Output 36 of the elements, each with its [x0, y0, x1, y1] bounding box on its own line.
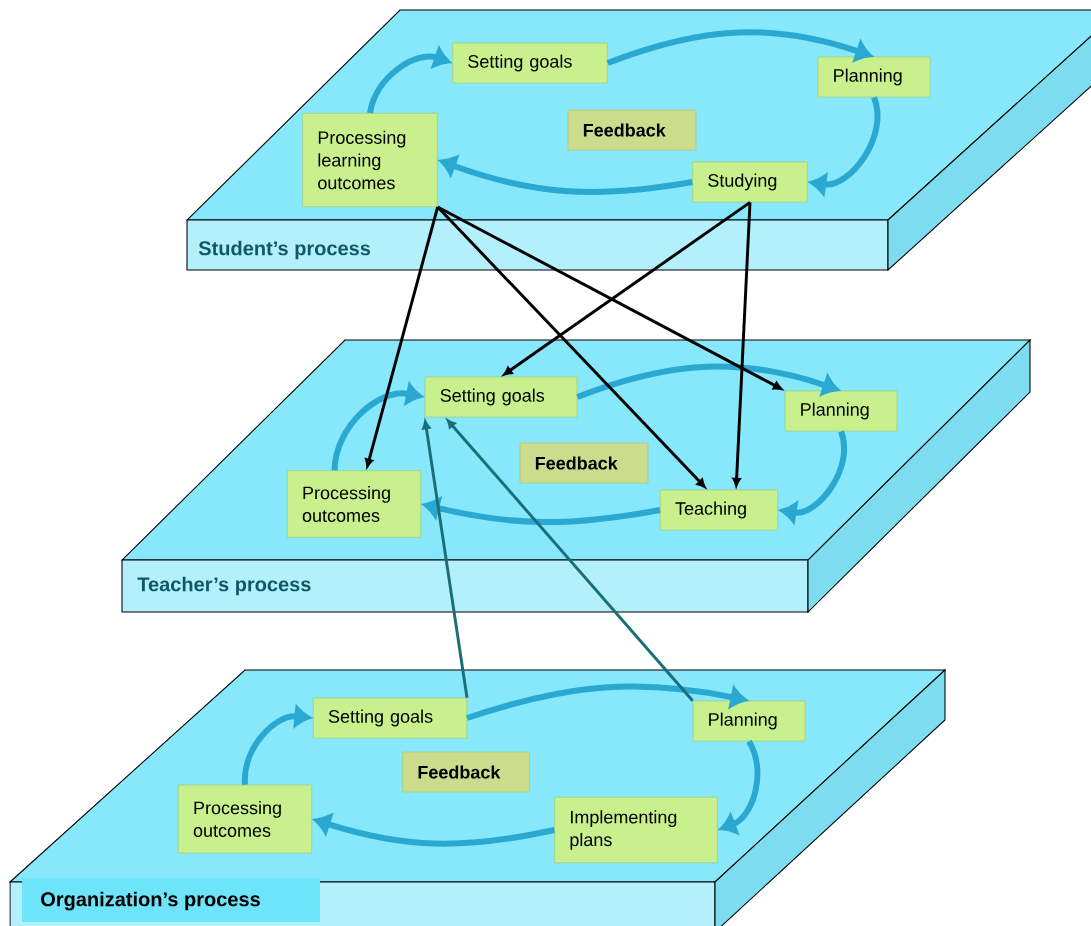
arrow: [436, 206, 706, 488]
arrow: [719, 740, 761, 834]
node-label: Organization’s process: [41, 891, 260, 911]
arrow: [466, 683, 747, 721]
arrow: [606, 29, 872, 66]
step-box: Processing learning outcomes: [302, 113, 438, 207]
arrow: [242, 706, 311, 785]
step-box: Setting goals: [452, 42, 608, 84]
step-box: Processing outcomes: [178, 784, 312, 854]
arrow: [732, 202, 752, 487]
arrow: [576, 363, 839, 400]
arrow: [437, 205, 783, 390]
arrow: [423, 497, 661, 526]
step-box: Implementing plans: [554, 797, 718, 863]
arrow: [367, 47, 451, 114]
step-box: Planning: [817, 56, 931, 98]
arrow: [331, 383, 423, 471]
step-box: Teaching: [660, 489, 778, 531]
step-box: Planning: [692, 700, 806, 742]
step-box: Planning: [784, 390, 898, 432]
arrow: [503, 201, 751, 376]
arrow: [314, 814, 555, 847]
step-box: Studying: [692, 161, 808, 203]
arrow: [364, 206, 440, 468]
feedback-box: Feedback: [519, 442, 649, 484]
node-label: Student’s process: [198, 240, 371, 260]
step-box: Processing outcomes: [287, 470, 421, 538]
arrow: [439, 155, 693, 195]
arrow: [422, 420, 469, 698]
node-label: Teacher’s process: [137, 576, 311, 596]
feedback-box: Feedback: [402, 751, 530, 793]
feedback-box: Feedback: [567, 109, 697, 151]
arrow: [446, 419, 694, 702]
step-box: Setting goals: [424, 376, 578, 418]
arrow: [810, 96, 881, 195]
step-box: Setting goals: [313, 697, 467, 739]
